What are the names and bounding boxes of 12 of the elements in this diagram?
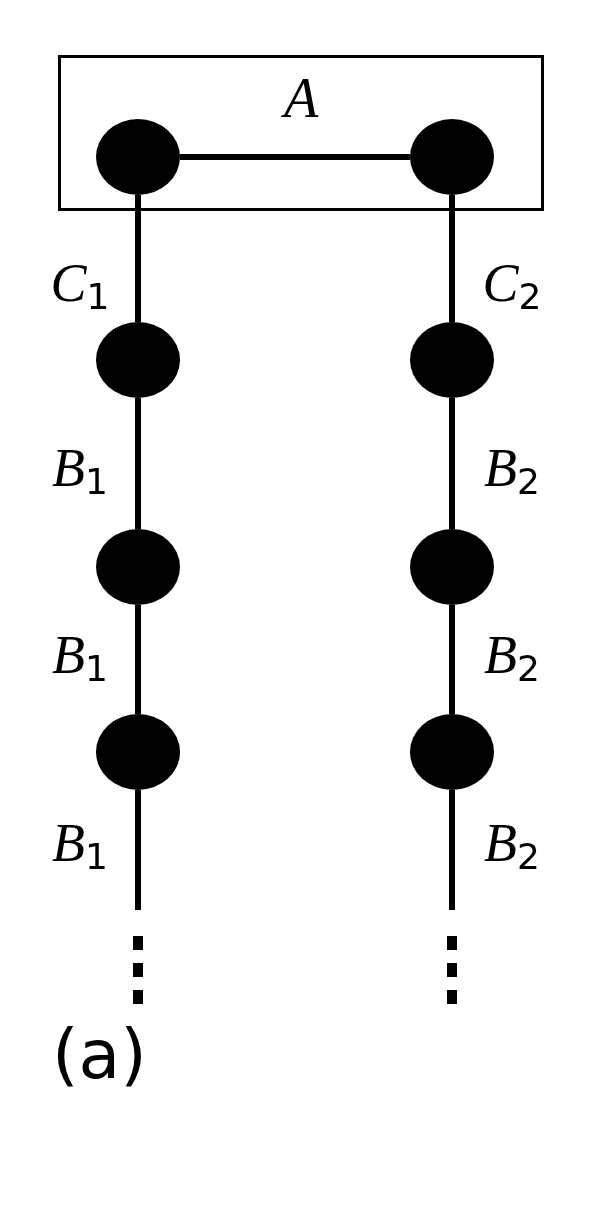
connector-line	[449, 605, 455, 714]
connector-line	[135, 195, 141, 322]
caption: (a)	[52, 1018, 147, 1093]
connector-line	[180, 154, 410, 160]
connector-line	[135, 398, 141, 529]
connector-line	[449, 398, 455, 529]
connector-line	[449, 790, 455, 910]
connector-line	[135, 605, 141, 714]
connector-line	[135, 790, 141, 910]
node-box	[58, 55, 544, 211]
node-label: A	[283, 70, 319, 126]
connector-line	[449, 195, 455, 322]
